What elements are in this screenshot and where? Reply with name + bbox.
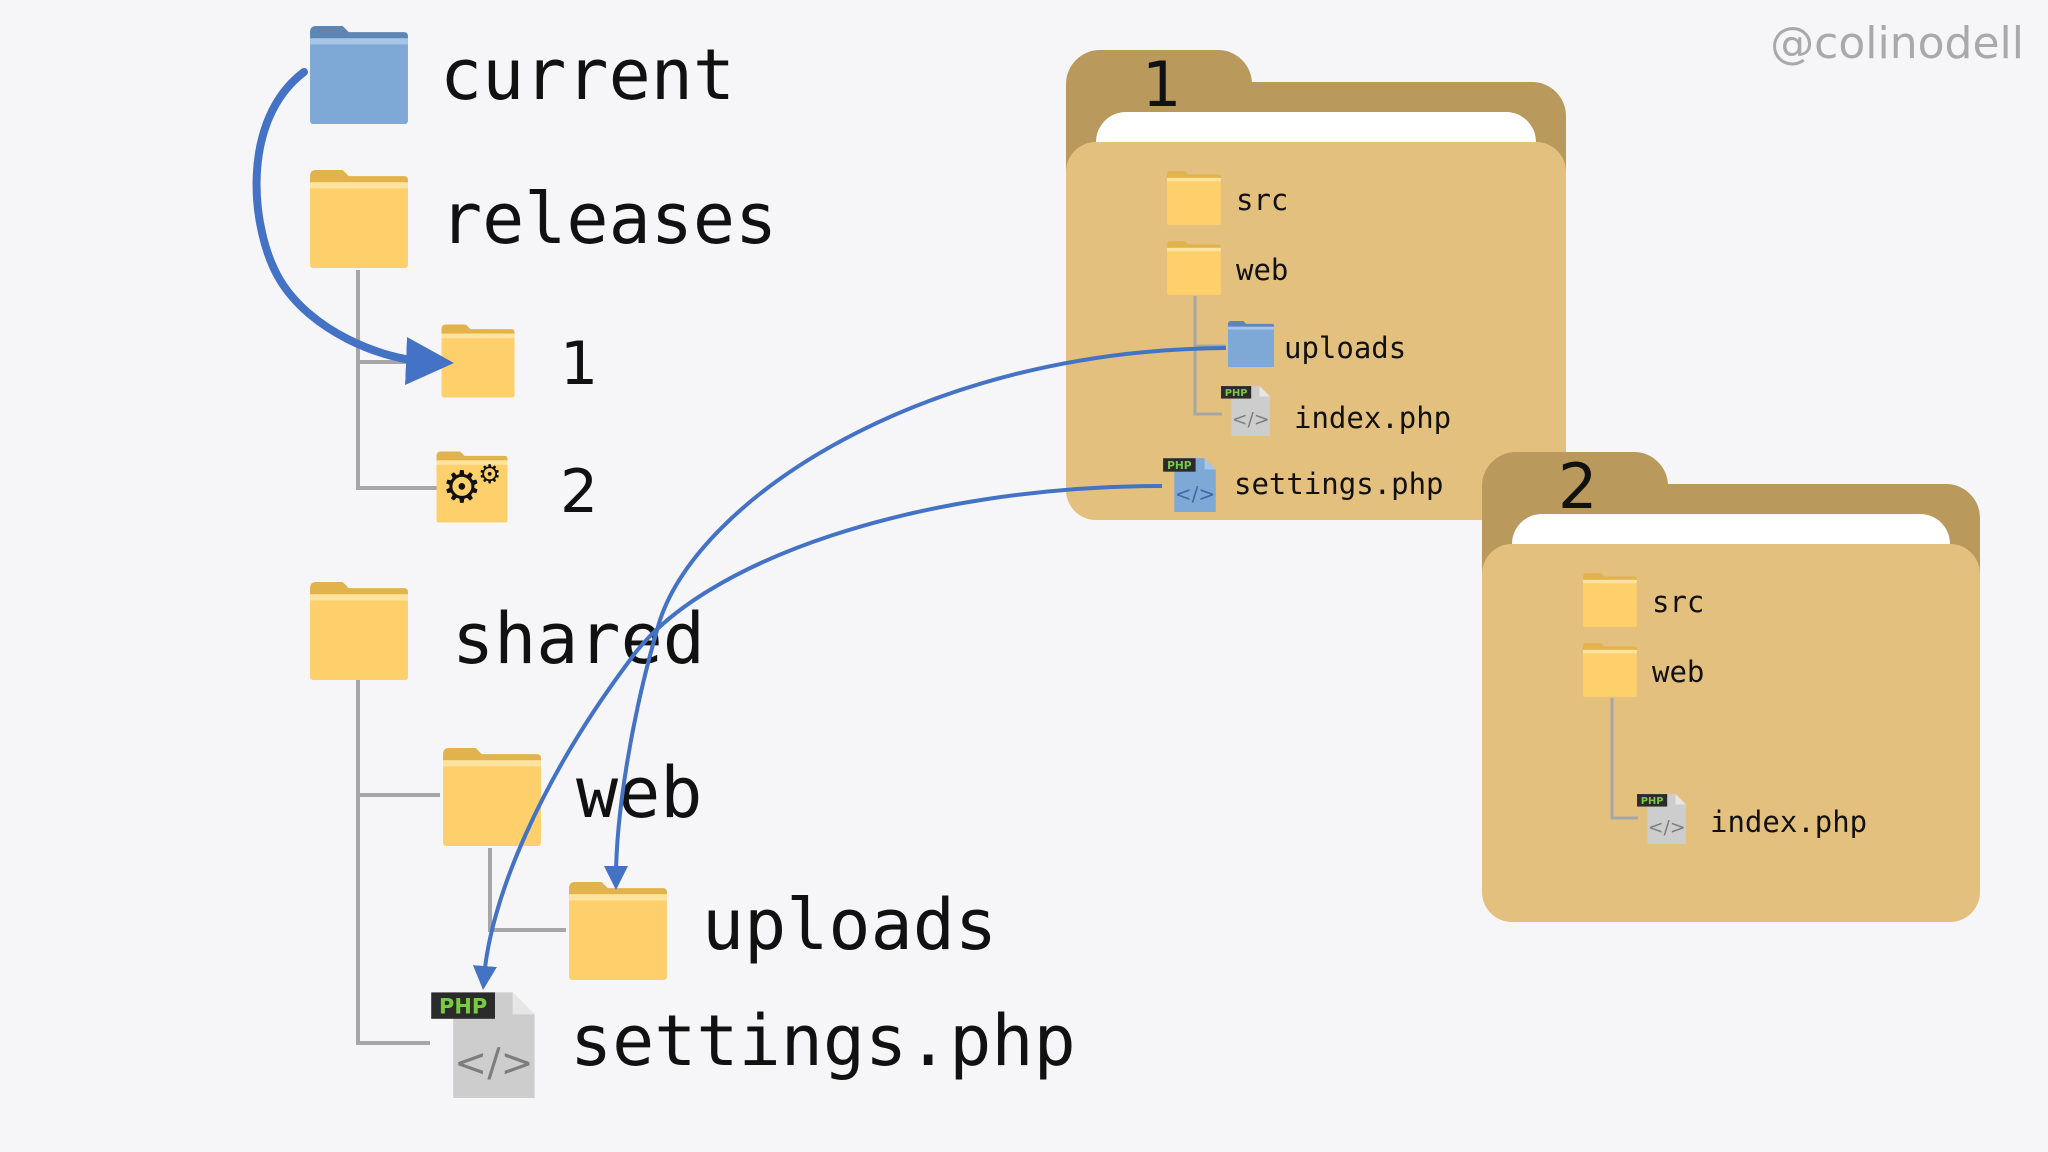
release-2-panel-number: 2 [1558, 450, 1598, 523]
p1-index-label: index.php [1294, 401, 1452, 435]
release-1-panel-number: 1 [1142, 48, 1182, 121]
p1-uploads-label: uploads [1284, 331, 1407, 365]
small-gear-icon: ⚙ [478, 460, 502, 490]
shared-settings-label: settings.php [570, 1000, 1076, 1082]
release-2-folder-icon[interactable]: ⚙ ⚙ [432, 450, 512, 524]
release-2-label: 2 [560, 457, 599, 527]
settings-symlink-arrow [472, 484, 1163, 990]
release-1-panel [1066, 50, 1566, 520]
shared-uploads-label: uploads [702, 884, 998, 966]
release-2-panel [1482, 452, 1980, 922]
p1-src-label: src [1236, 183, 1289, 217]
current-symlink-arrow [252, 68, 454, 386]
uploads-symlink-arrow [604, 346, 1227, 890]
p1-settings-label: settings.php [1234, 467, 1444, 501]
p1-web-label: web [1236, 253, 1289, 287]
shared-web-label: web [576, 752, 703, 834]
current-label: current [440, 34, 736, 116]
p2-web-label: web [1652, 655, 1705, 689]
author-watermark: @colinodell [1770, 18, 2024, 69]
releases-label: releases [440, 178, 778, 260]
gear-icon: ⚙ [442, 462, 482, 513]
p2-src-label: src [1652, 585, 1705, 619]
p2-index-label: index.php [1710, 805, 1868, 839]
release-1-label: 1 [560, 329, 599, 399]
